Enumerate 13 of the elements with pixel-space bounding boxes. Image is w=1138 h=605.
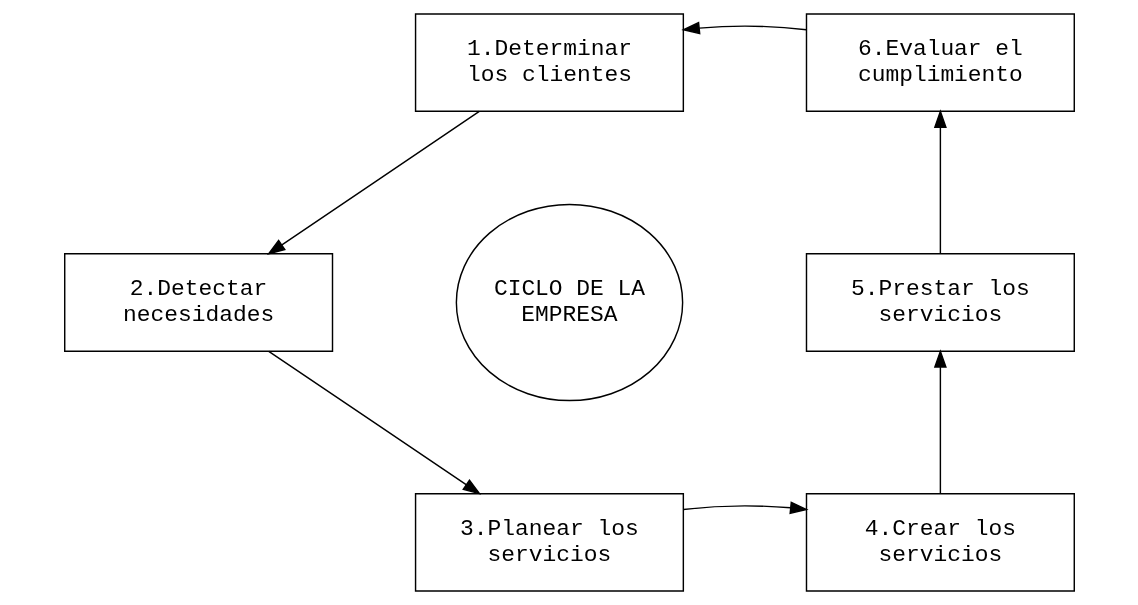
node-box: 6.Evaluar el cumplimiento	[805, 13, 1075, 113]
arrow	[267, 350, 481, 495]
arrow	[680, 21, 807, 35]
arrow	[266, 110, 480, 255]
arrow	[933, 109, 947, 255]
node-box: 5.Prestar los servicios	[805, 253, 1075, 352]
node-box: 2.Detectar necesidades	[63, 253, 333, 352]
node-box: 3.Planear los servicios	[414, 492, 684, 592]
node-box: 1.Determinar los clientes	[414, 13, 684, 113]
arrow	[933, 349, 947, 495]
node-ellipse: CICLO DE LA EMPRESA	[455, 203, 683, 402]
node-box: 4.Crear los servicios	[805, 492, 1075, 592]
arrow	[682, 501, 809, 515]
